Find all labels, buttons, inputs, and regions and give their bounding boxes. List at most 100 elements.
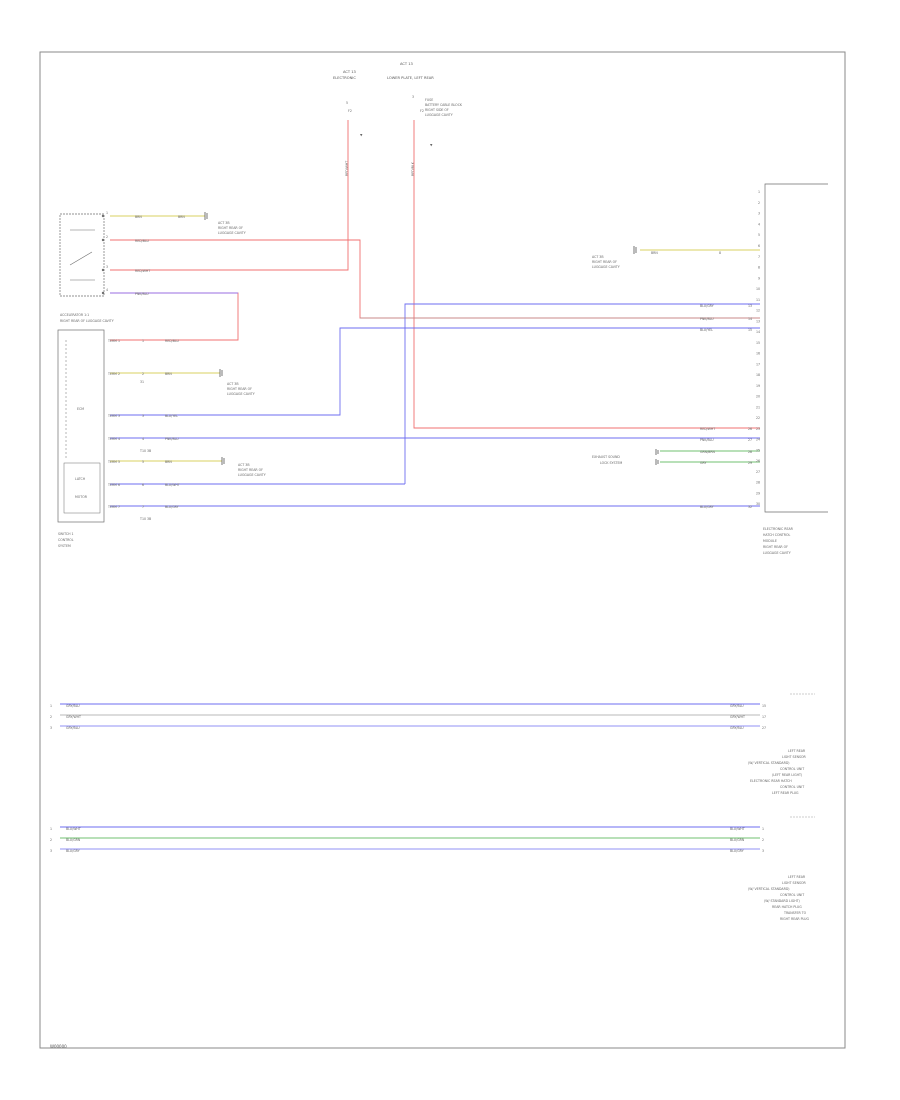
rm-wire-gry: GRY: [700, 461, 706, 465]
right-module-name-3: MODULE: [763, 539, 777, 543]
right-module-pin-list: 1234567891011121314151617181920212223242…: [756, 190, 760, 506]
lm-row3-wire: BLU/YEL: [165, 414, 178, 418]
right-module-pin: 27: [756, 470, 760, 474]
l1-label-3: (W/ VERTICAL STANDARD): [748, 761, 790, 765]
l1-label-4: CONTROL UNIT: [780, 767, 804, 771]
top-connector-a-fuse: F2: [348, 109, 352, 113]
top-connector-a-line2: ELECTRONIC: [333, 76, 356, 80]
l2-label-8: RIGHT REAR PLUG: [780, 917, 809, 921]
lm-row2-term: 31: [140, 380, 144, 384]
right-module-pin: 17: [756, 362, 760, 366]
wire-red-a: [110, 120, 349, 271]
wire-red-loop: [110, 292, 239, 341]
left-module-name-1: ACCELERATOR 1:1: [60, 313, 89, 317]
ground-2-l2: RIGHT REAR OF: [227, 387, 252, 391]
lm-row1-wire: RED/BLU: [165, 339, 180, 343]
switch-wire-3: RED/WHT: [135, 269, 150, 273]
lm-row7-pin: 7: [142, 505, 144, 509]
ground-1-l1: ACT 3B: [218, 221, 230, 225]
right-module-pin: 5: [758, 233, 760, 237]
right-module-pin: 8: [758, 266, 760, 270]
top-connector-a-pin: 5: [346, 101, 348, 105]
l2-wire-1-right: BLU/WHT: [730, 827, 745, 831]
top-connector-b-arrow: ▼: [430, 143, 433, 147]
switch-wire-4: PNK/BLU: [135, 292, 149, 296]
l2-left-pin-3: 3: [50, 849, 52, 853]
right-module-pin: 24: [756, 438, 760, 442]
lm-row1-pin: 1: [142, 339, 144, 343]
left-module-bottom-1: SWITCH 1: [58, 532, 74, 536]
l1-left-pin-1: 1: [50, 704, 52, 708]
lm-row5-wire: BRN: [165, 460, 172, 464]
rm-wire-redwht-pin: 26: [748, 427, 752, 431]
switch-pin-1: 1: [106, 211, 108, 215]
rm-wire-grnbrn-pin: 28: [748, 450, 752, 454]
ground-4-l3: LUGGAGE CAVITY: [592, 265, 620, 269]
right-module-pin: 23: [756, 427, 760, 431]
right-module: 1234567891011121314151617181920212223242…: [756, 183, 828, 555]
l1-label-1: LEFT REAR: [788, 749, 806, 753]
ground-2-l1: ACT 3B: [227, 382, 239, 386]
l1-wire-1-right: GRY/BLU: [730, 704, 744, 708]
l1-label-8: LEFT REAR PLUG: [772, 791, 799, 795]
lm-row6-side: TERM 6: [107, 483, 120, 487]
l2-left-pin-1: 1: [50, 827, 52, 831]
wire-red-b: [413, 120, 760, 429]
ground-3-l2: RIGHT REAR OF: [238, 468, 263, 472]
switch-wire-1: BRN: [135, 215, 142, 219]
l1-wire-3-right: GRY/BLU: [730, 726, 744, 730]
l2-left-pin-2: 2: [50, 838, 52, 842]
rm-wire-gry-pin: 29: [748, 461, 752, 465]
ground-symbol-3: ACT 3B RIGHT REAR OF LUGGAGE CAVITY: [221, 457, 266, 477]
top-connector-b: ACT 13 LOWER PLATE, LEFT REAR 3 F2 ▼ FUS…: [387, 62, 463, 147]
l2-wire-3-pin: 3: [762, 849, 764, 853]
l1-label-6: ELECTRONIC REAR HATCH: [750, 779, 792, 783]
lm-row3-pin: 3: [142, 414, 144, 418]
right-module-pin: 13: [756, 319, 760, 323]
rm-wire-bluyel-pin: 15: [748, 328, 752, 332]
l2-label-6: REAR HATCH PLUG: [772, 905, 802, 909]
left-module-rows: TERM 1 1 RED/BLU TERM 2 2 BRN 31 TERM 3 …: [107, 339, 180, 509]
ground-3-l1: ACT 3B: [238, 463, 250, 467]
ground-4-l2: RIGHT REAR OF: [592, 260, 617, 264]
ground-3-l3: LUGGAGE CAVITY: [238, 473, 266, 477]
lower-connector-1: 1 2 3 GRY/BLU GRY/WHT GRY/BLU GRY/BLU GR…: [50, 693, 815, 795]
top-connector-b-note2: BATTERY CABLE BLOCK: [425, 103, 463, 107]
rm-aux-label-1: EXHAUST SOUND: [592, 455, 620, 459]
ground-1-l3: LUGGAGE CAVITY: [218, 231, 246, 235]
right-module-pin: 16: [756, 352, 760, 356]
rm-wire-brn-pin: 8: [719, 251, 721, 255]
top-connector-a-line1: ACT 13: [343, 70, 356, 74]
rm-wire-pnkblu2-pin: 27: [748, 438, 752, 442]
ground-symbol-2: ACT 3B RIGHT REAR OF LUGGAGE CAVITY: [219, 369, 255, 396]
top-connector-b-note3: RIGHT SIDE OF: [425, 108, 449, 112]
lm-row6-wire: BLU/WHT: [165, 483, 180, 487]
switch-wire-2: RED/BLU: [135, 239, 150, 243]
left-module-bottom-2: CONTROL: [58, 538, 74, 542]
right-module-pin: 19: [756, 384, 760, 388]
lm-row4-side: TERM 4: [107, 437, 120, 441]
top-connector-a-arrow: ▼: [360, 133, 363, 137]
top-connector-b-line2: LOWER PLATE, LEFT REAR: [387, 76, 434, 80]
l1-label-2: LIGHT SENSOR: [782, 755, 806, 759]
left-module-inner-2: LATCH: [75, 477, 86, 481]
l2-label-3: (W/ VERTICAL STANDARD): [748, 887, 790, 891]
rm-wire-blugry: BLU/GRY: [700, 304, 714, 308]
switch-pin-3: 3: [106, 265, 108, 269]
lm-row2-wire: BRN: [165, 372, 172, 376]
right-module-pin: 29: [756, 491, 760, 495]
right-module-pin: 30: [756, 502, 760, 506]
lm-row5-side: TERM 5: [107, 460, 120, 464]
left-module-inner-3: MOTOR: [75, 495, 88, 499]
l1-wire-1-left: GRY/BLU: [66, 704, 80, 708]
right-module-pin: 11: [756, 298, 760, 302]
right-module-pin: 20: [756, 395, 760, 399]
top-wire-b-label: RED/BLK: [411, 161, 415, 176]
rm-wire-bluyel: BLU/YEL: [700, 328, 713, 332]
switch-pin-4: 4: [106, 288, 108, 292]
top-connector-b-line1: ACT 13: [400, 62, 413, 66]
right-module-pin: 18: [756, 373, 760, 377]
l1-wire-2-left: GRY/WHT: [66, 715, 81, 719]
left-module: ACCELERATOR 1:1 RIGHT REAR OF LUGGAGE CA…: [57, 313, 151, 548]
right-module-pin: 26: [756, 459, 760, 463]
